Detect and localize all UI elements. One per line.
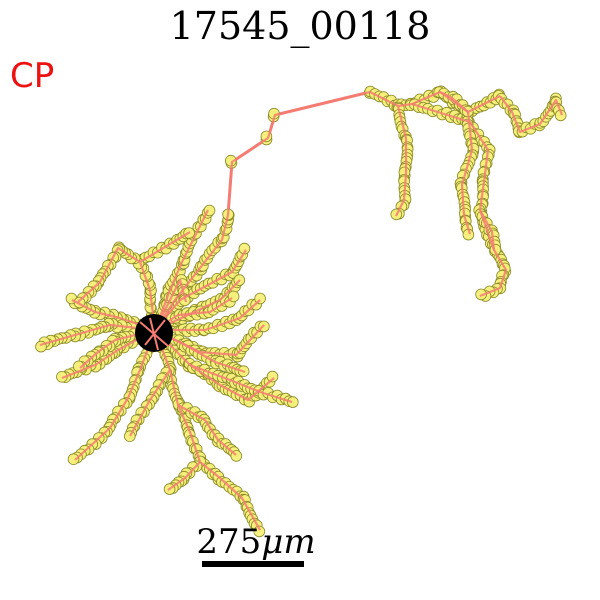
branch-overlay-18: [154, 279, 241, 332]
branch-overlay-11: [153, 329, 261, 531]
soma: [135, 314, 173, 352]
branch-overlay-26: [154, 278, 188, 331]
branch-overlay-19: [129, 369, 171, 437]
node-712: [124, 430, 136, 443]
branch-overlay-10: [74, 329, 157, 461]
branch-overlay-22: [167, 461, 201, 491]
branch-overlay-20: [177, 404, 237, 456]
branch-overlay-21: [189, 363, 293, 404]
node-500: [266, 370, 279, 383]
branch-overlay-5: [439, 91, 469, 113]
scale-bar: [202, 561, 304, 567]
branch-overlay-4: [499, 95, 564, 134]
soma-branch-1: [144, 319, 166, 346]
branch-overlay-27: [77, 246, 141, 303]
branch-overlay-0: [154, 90, 501, 331]
branch-overlay-23: [79, 328, 156, 369]
branch-overlay-3: [460, 111, 474, 235]
soma-branch-2: [149, 317, 159, 351]
branch-overlay-8: [39, 323, 156, 347]
node-396: [67, 453, 80, 466]
branch-overlay-2: [395, 105, 408, 217]
branch-overlay-15: [153, 209, 209, 331]
branch-overlay-6: [479, 209, 496, 251]
branch-overlay-12: [154, 329, 275, 402]
branch-overlay-14: [155, 299, 261, 332]
scale-unit: μm: [261, 522, 316, 562]
branch-overlay-16: [138, 231, 191, 331]
node-763: [286, 396, 299, 408]
region-label: CP: [10, 56, 55, 96]
scale-bar-label: 275μm: [188, 522, 324, 562]
figure-title: 17545_00118: [169, 4, 431, 48]
branch-overlay-17: [154, 249, 247, 331]
neurite-nodes: [35, 85, 567, 538]
node-459: [253, 525, 266, 538]
scale-value: 275: [196, 522, 262, 562]
